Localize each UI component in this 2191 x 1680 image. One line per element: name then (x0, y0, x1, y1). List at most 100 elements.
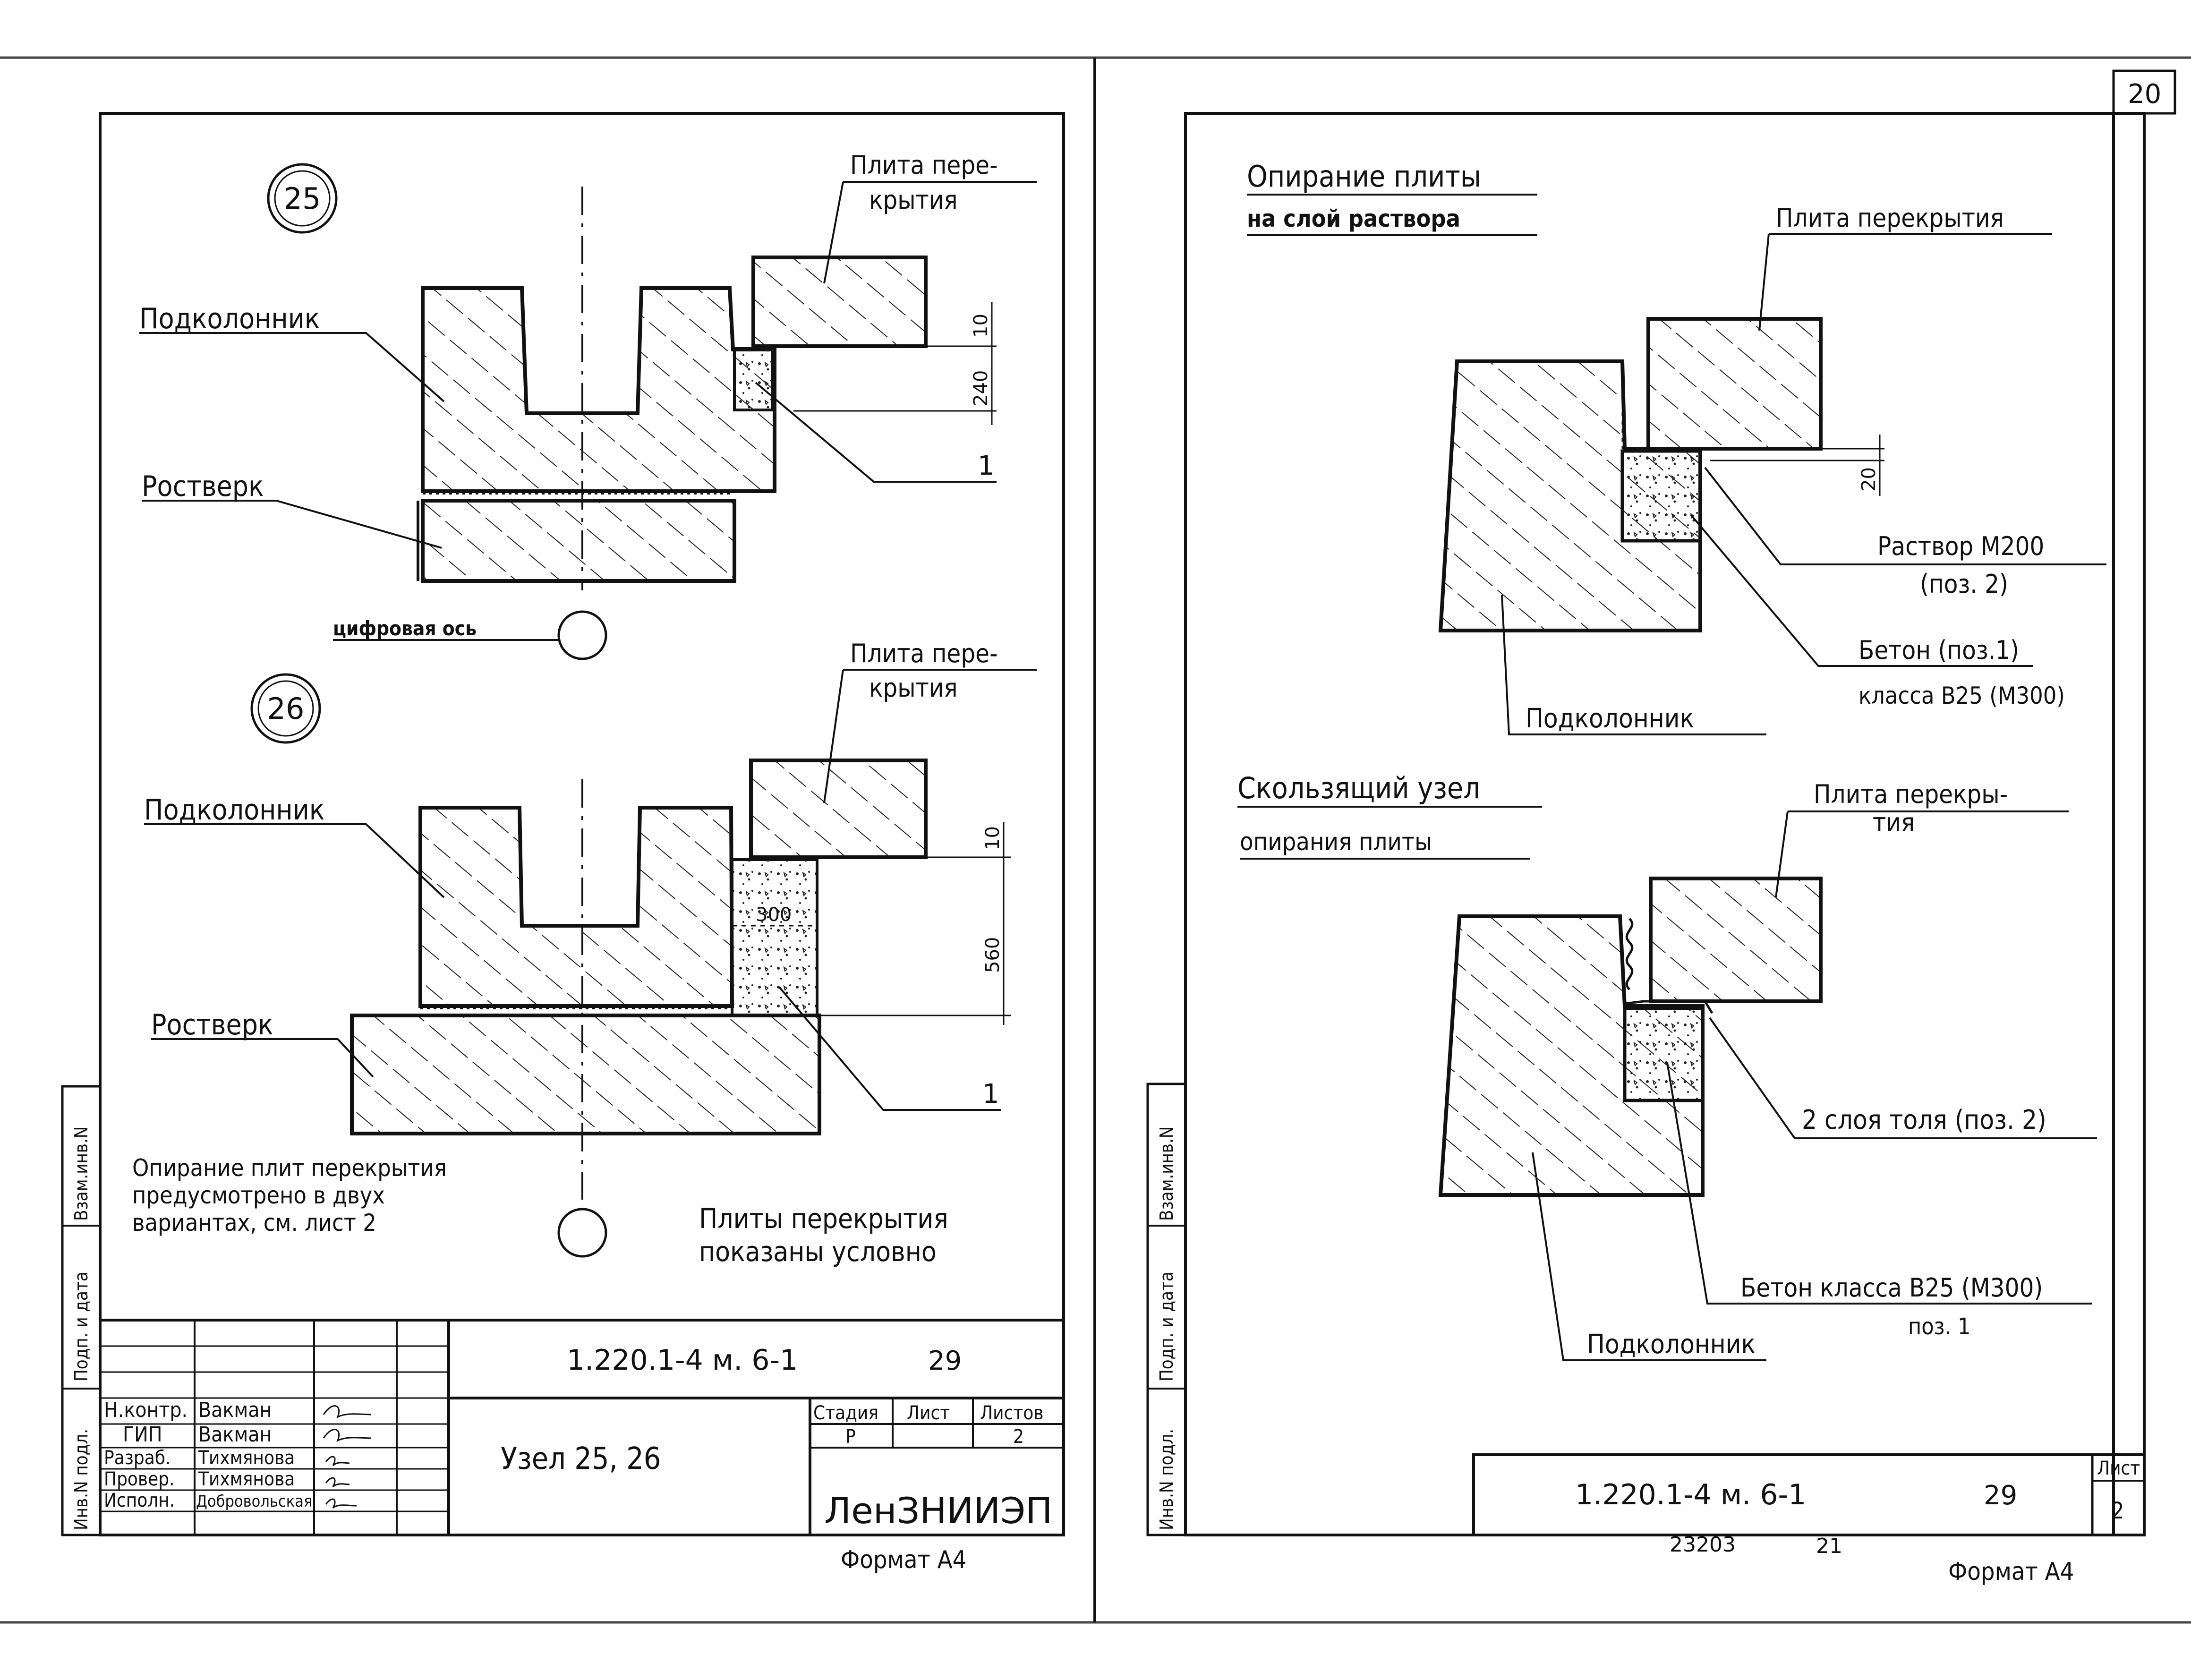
right-note-line-1: Плиты перекрытия (699, 1202, 948, 1235)
det2-concrete-label-1: Бетон класса В25 (М300) (1740, 1273, 2043, 1303)
det2-title-1: Скользящий узел (1237, 771, 1480, 805)
det2-plate (1649, 877, 1823, 1003)
det2-tol-layers (1625, 918, 1634, 990)
node-25-axis-bubble (557, 610, 607, 660)
node-26-plate-label-1: Плита пере- (850, 639, 998, 668)
footer-number-2: 21 (1816, 1534, 1842, 1558)
detail-sliding-node: Скользящий узел опирания плиты Плита пер… (1237, 771, 2097, 1361)
tb-org: ЛенЗНИИЭП (824, 1490, 1052, 1532)
node-26-callout-1: 1 (982, 1079, 999, 1109)
r-tb-code-page: 29 (1984, 1480, 2017, 1511)
tb-stage-header: Стадия (813, 1402, 878, 1424)
node-25-marker (267, 163, 338, 234)
right-note-line-2: показаны условно (699, 1236, 937, 1268)
node-26-plate-label-2: крытия (869, 673, 958, 703)
det1-plate (1646, 317, 1823, 451)
node-25-number: 25 (284, 181, 321, 216)
left-note-line-1: Опирание плит перекрытия (132, 1154, 447, 1182)
det1-title-2: на слой раствора (1247, 205, 1460, 232)
tb-name-4: Тихмянова (198, 1468, 295, 1490)
tb-sheet-header: Лист (907, 1402, 950, 1424)
signature-marks (323, 1405, 371, 1509)
left-margin-stamp: Инв.N подл. Подп. и дата Взам.инв.N (61, 1085, 102, 1536)
det1-concrete-label-1: Бетон (поз.1) (1859, 635, 2019, 665)
det2-title-2: опирания плиты (1240, 828, 1432, 856)
det1-title-1: Опирание плиты (1247, 159, 1481, 194)
node-26-dim-560: 560 (982, 937, 1004, 973)
node-25-rostverk-label: Ростверк (142, 470, 264, 503)
tb-name-5: Добровольская (196, 1492, 312, 1511)
det2-concrete-label-2: поз. 1 (1908, 1313, 1971, 1340)
tb-name-2: Вакман (198, 1423, 272, 1447)
tb-role-ispoln: Исполн. (104, 1490, 175, 1511)
tb-sheets-value: 2 (1013, 1426, 1024, 1448)
margin-podp-data: Подп. и дата (71, 1271, 92, 1382)
node-26-drawing: 26 300 Плита пере- крытия Подколонник Ро… (144, 639, 1037, 1258)
det1-dim-20: 20 (1858, 467, 1880, 491)
left-format: Формат А4 (841, 1546, 966, 1574)
det2-plate-label-2: тия (1873, 808, 1915, 837)
margin-inv-podl: Инв.N подл. (71, 1429, 92, 1530)
det2-plate-label-1: Плита перекры- (1814, 779, 2008, 809)
node-25-plate-label-2: крытия (869, 185, 958, 215)
left-note-line-3: вариантах, см. лист 2 (132, 1209, 376, 1237)
node-26-podkolonnik-shape (418, 806, 734, 1008)
tb-name-1: Вакман (198, 1398, 272, 1422)
det1-mortar-label-2: (поз. 2) (1920, 569, 2008, 599)
node-25-mortar (733, 347, 774, 411)
node-26-rostverk-label: Ростверк (151, 1008, 273, 1041)
detail-mortar-bed: Опирание плиты на слой раствора Плита пе… (1247, 159, 2106, 735)
tb-role-prover: Провер. (104, 1468, 175, 1490)
node-25-rostverk-shape (421, 499, 736, 583)
node-26-dim-10: 10 (982, 826, 1004, 850)
node-25-drawing: 25 Плита пере- крытия Подколонник Ростве… (139, 150, 1037, 660)
left-note-line-2: предусмотрено в двух (132, 1182, 385, 1209)
tb-role-razrab: Разраб. (104, 1447, 171, 1469)
node-25-plate (751, 256, 928, 348)
r-tb-sheet-header: Лист (2097, 1458, 2140, 1479)
node-25-plate-label-1: Плита пере- (850, 150, 998, 180)
node-25-podkolonnik-label: Подколонник (139, 302, 320, 335)
det1-mortar (1620, 449, 1702, 543)
tb-code-page: 29 (928, 1346, 962, 1376)
right-page: 20 Инв.N подл. Подп. и дата Взам.инв.N О… (1146, 69, 2176, 1586)
sheet-number-box (2112, 69, 2176, 115)
tb-sheets-header: Листов (980, 1402, 1043, 1424)
r-margin-podp-data: Подп. и дата (1156, 1271, 1177, 1382)
det2-podkolonnik-shape (1438, 914, 1705, 1197)
det2-concrete-fill (1623, 1006, 1705, 1102)
tb-name-3: Тихмянова (198, 1447, 295, 1469)
r-margin-inv-podl: Инв.N подл. (1156, 1429, 1177, 1530)
node-26-number: 26 (267, 691, 305, 726)
right-format: Формат А4 (1948, 1558, 2074, 1586)
node-26-dim-300: 300 (756, 904, 792, 926)
node-26-marker (250, 673, 321, 744)
left-page: Инв.N подл. Подп. и дата Взам.инв.N 25 П… (61, 112, 1065, 1574)
det1-podkolonnik-label: Подколонник (1526, 703, 1694, 734)
node-25-callout-1: 1 (978, 451, 995, 481)
sheet-number: 20 (2128, 79, 2161, 110)
node-25-axis-label: цифровая ось (333, 617, 477, 640)
det2-podkolonnik-label: Подколонник (1587, 1329, 1756, 1360)
det1-plate-label: Плита перекрытия (1776, 203, 2004, 233)
tb-stage-value: Р (845, 1426, 856, 1448)
right-title-block: 1.220.1-4 м. 6-1 29 Лист 2 (1472, 1453, 2146, 1536)
node-26-rostverk-shape (350, 1014, 821, 1135)
det1-mortar-label-1: Раствор М200 (1877, 531, 2044, 561)
r-margin-vzam-inv: Взам.инв.N (1156, 1126, 1177, 1221)
margin-vzam-inv: Взам.инв.N (71, 1126, 92, 1221)
tb-title: Узел 25, 26 (501, 1441, 661, 1476)
tb-role-nkontr: Н.контр. (104, 1398, 188, 1422)
node-26-mortar (731, 858, 818, 1017)
right-margin-stamp: Инв.N подл. Подп. и дата Взам.инв.N (1146, 1083, 1187, 1536)
node-25-podkolonnik-shape (421, 286, 776, 493)
left-title-block: Н.контр. ГИП Разраб. Провер. Исполн. Вак… (99, 1319, 1065, 1536)
footer-number-1: 23203 (1670, 1533, 1736, 1557)
r-tb-code: 1.220.1-4 м. 6-1 (1575, 1478, 1806, 1511)
node-26-podkolonnik-label: Подколонник (144, 793, 324, 827)
node-25-dim-10: 10 (970, 314, 992, 338)
node-25-dim-240: 240 (970, 370, 992, 406)
det2-tol-label: 2 слоя толя (поз. 2) (1802, 1105, 2046, 1135)
tb-code: 1.220.1-4 м. 6-1 (567, 1344, 798, 1377)
